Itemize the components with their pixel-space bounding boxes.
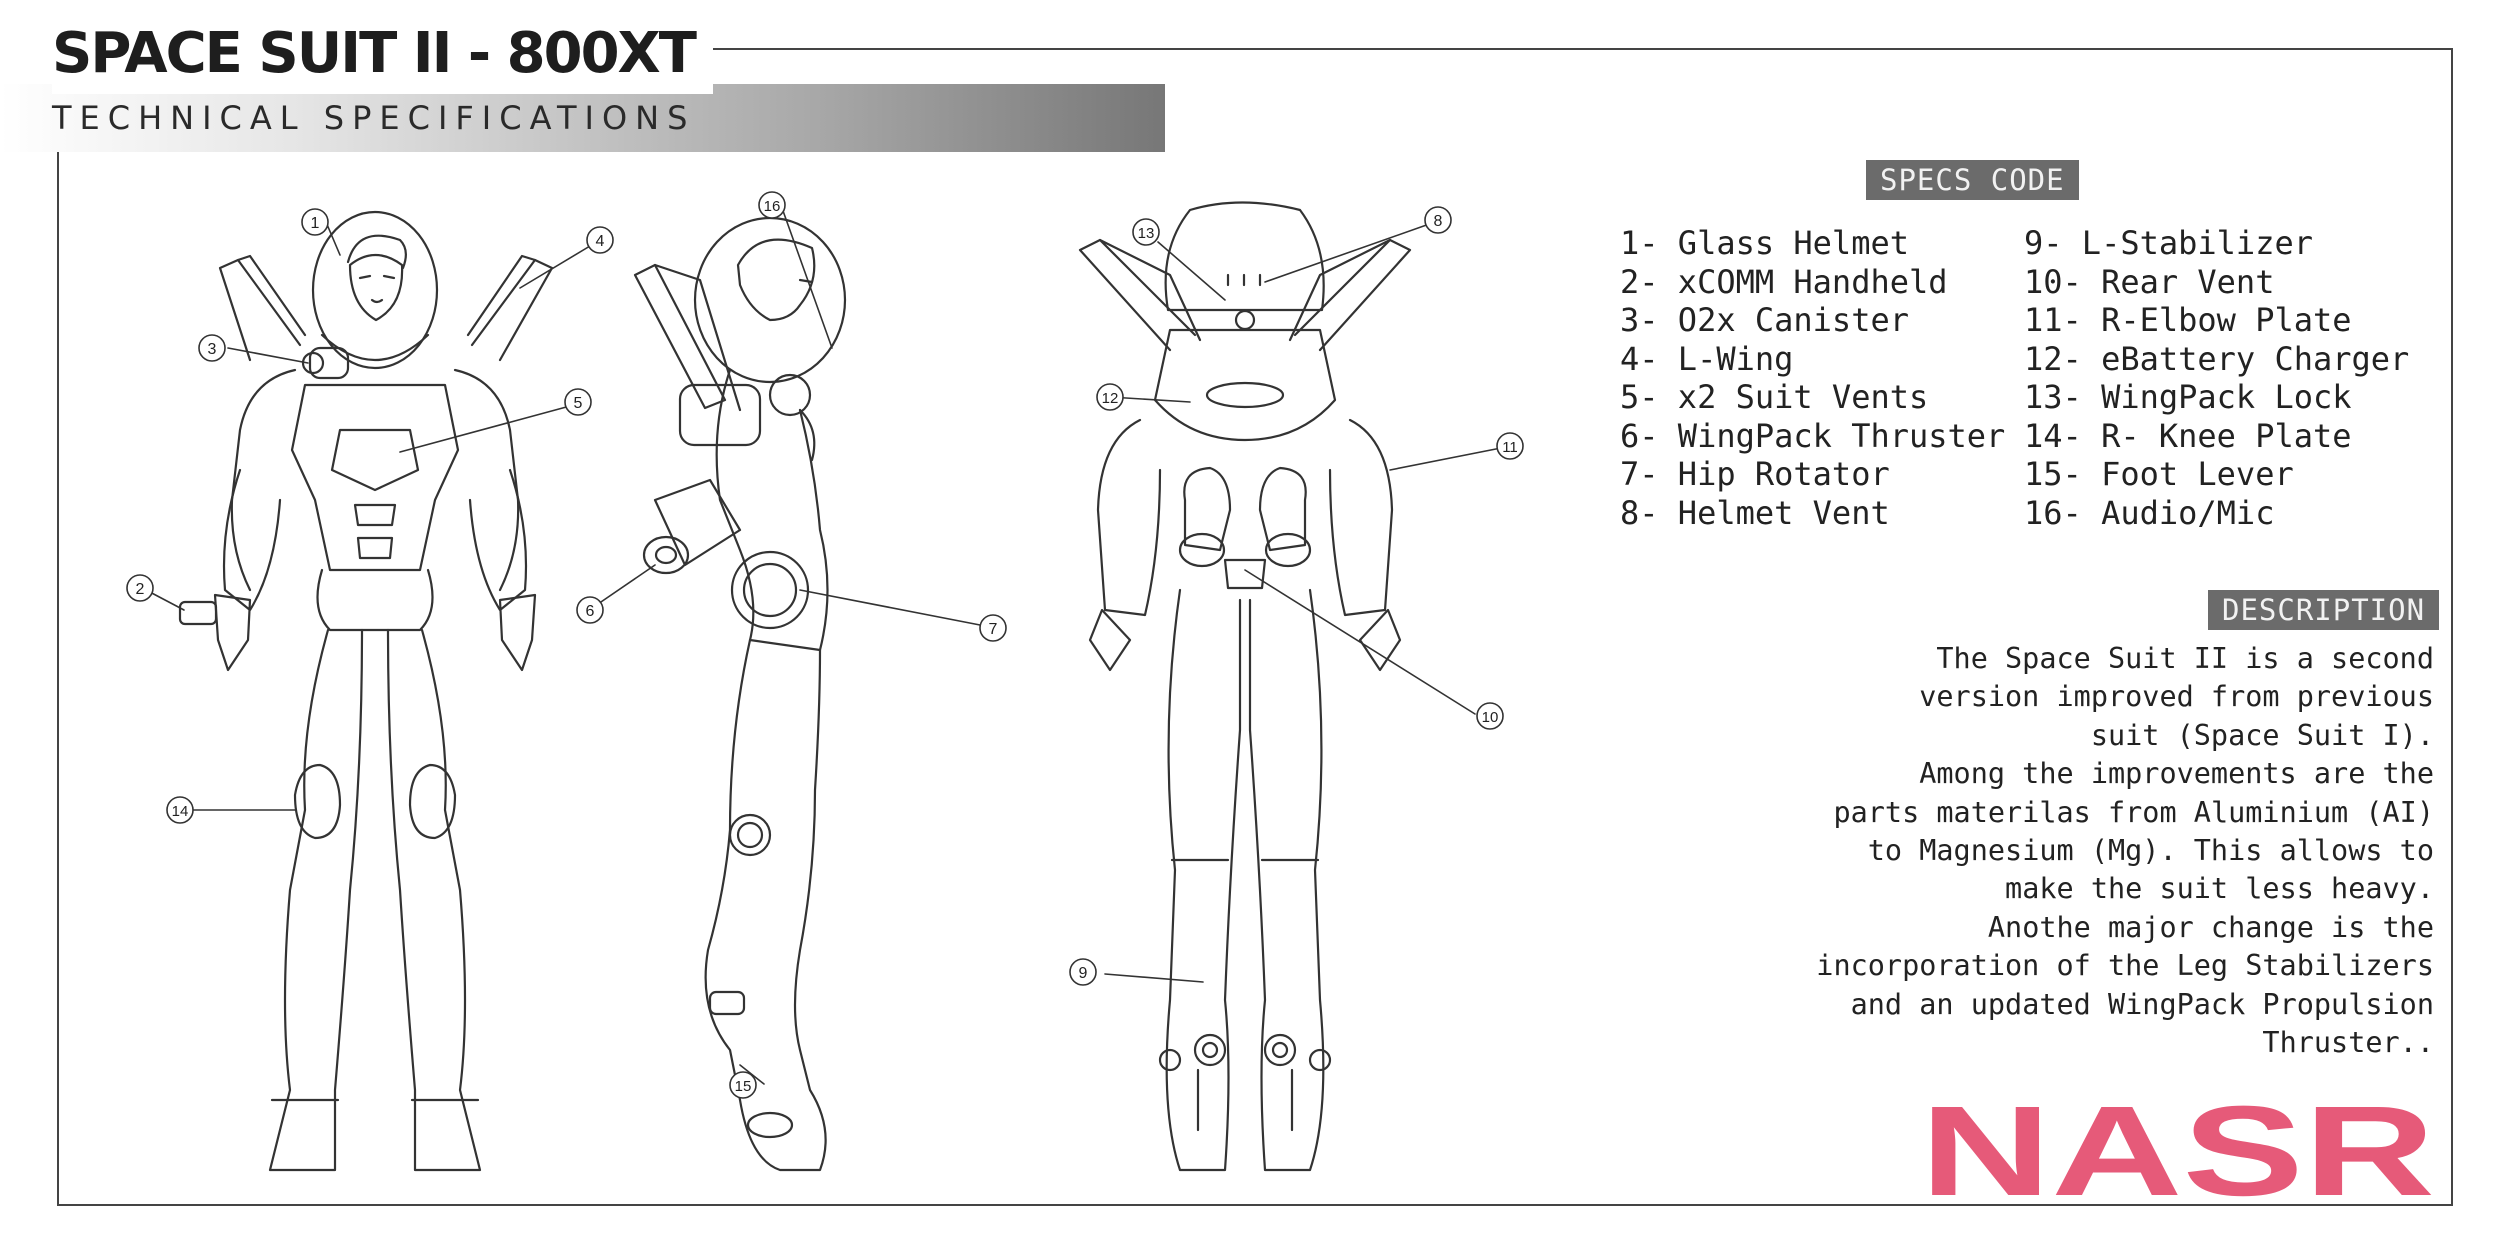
callout-3: 3	[198, 334, 226, 362]
callout-5: 5	[564, 388, 592, 416]
callout-number: 5	[574, 395, 583, 412]
logo-text: NASR	[1920, 1095, 2435, 1205]
spec-item: 7- Hip Rotator	[1620, 455, 1890, 493]
callout-number: 16	[764, 198, 781, 215]
callout-6: 6	[576, 596, 604, 624]
callout-8: 8	[1424, 206, 1452, 234]
callout-number: 9	[1079, 965, 1088, 982]
description-line: parts materilas from Aluminium (AI)	[1833, 795, 2434, 829]
callout-number: 3	[208, 341, 217, 358]
spec-item: 10- Rear Vent	[2024, 262, 2275, 301]
callout-1: 1	[301, 208, 329, 236]
callout-7: 7	[979, 614, 1007, 642]
spec-item: 1- Glass Helmet	[1620, 224, 1909, 262]
specs-code-heading: SPECS CODE	[1866, 160, 2079, 200]
description-heading: DESCRIPTION	[2208, 590, 2440, 630]
specs-list-right: 9- L-Stabilizer 10- Rear Vent 11- R-Elbo…	[2024, 224, 2409, 532]
specs-list-left: 1- Glass Helmet 2- xCOMM Handheld 3- O2x…	[1620, 224, 2005, 532]
spec-item: 6- WingPack Thruster	[1620, 416, 2006, 455]
callout-number: 2	[136, 581, 145, 598]
page-title: SPACE SUIT II - 800XT	[52, 14, 713, 94]
callout-13: 13	[1132, 218, 1160, 246]
description-line: version improved from previous	[1919, 680, 2434, 714]
callout-number: 6	[586, 603, 595, 620]
spec-item: 3- O2x Canister	[1620, 301, 1909, 339]
description-text: The Space Suit II is a second version im…	[1674, 640, 2434, 1062]
spec-item: 16- Audio/Mic	[2024, 493, 2275, 532]
callout-number: 12	[1102, 390, 1119, 407]
spec-item: 11- R-Elbow Plate	[2024, 301, 2352, 339]
description-line: suit (Space Suit I).	[2090, 718, 2434, 752]
callout-12: 12	[1096, 383, 1124, 411]
description-line: Among the improvements are the	[1919, 757, 2434, 791]
callout-16: 16	[758, 191, 786, 219]
callout-4: 4	[586, 226, 614, 254]
callout-15: 15	[729, 1071, 757, 1099]
spec-item: 8- Helmet Vent	[1620, 493, 1890, 532]
description-line: The Space Suit II is a second	[1936, 642, 2434, 675]
callout-10: 10	[1476, 702, 1504, 730]
description-line: Thruster..	[2262, 1025, 2434, 1059]
description-line: to Magnesium (Mg). This allows to	[1867, 833, 2434, 867]
callout-number: 15	[735, 1078, 752, 1095]
callout-number: 1	[311, 215, 320, 232]
spec-item: 5- x2 Suit Vents	[1620, 378, 1929, 416]
callout-9: 9	[1069, 958, 1097, 986]
sheet-frame	[57, 48, 2453, 1206]
page-subtitle: TECHNICAL SPECIFICATIONS	[52, 99, 696, 137]
callout-2: 2	[126, 574, 154, 602]
description-line: and an updated WingPack Propulsion	[1850, 987, 2434, 1021]
callout-number: 4	[596, 233, 605, 250]
callout-11: 11	[1496, 432, 1524, 460]
subtitle-banner	[0, 84, 1165, 152]
spec-item: 14- R- Knee Plate	[2024, 416, 2352, 455]
description-line: Anothe major change is the	[1987, 910, 2434, 944]
callout-14: 14	[166, 796, 194, 824]
spec-item: 2- xCOMM Handheld	[1620, 262, 1948, 301]
back-view	[1078, 201, 1412, 1172]
description-line: make the suit less heavy.	[2005, 872, 2434, 906]
spec-item: 13- WingPack Lock	[2024, 378, 2352, 416]
front-view	[178, 210, 554, 1172]
callout-number: 11	[1502, 439, 1518, 456]
callout-number: 7	[989, 621, 998, 638]
spec-item: 12- eBattery Charger	[2024, 339, 2410, 378]
spec-item: 15- Foot Lever	[2024, 455, 2294, 493]
callout-number: 14	[172, 803, 189, 820]
suit-diagram: 1 2 3 4 5 6 7 8	[100, 170, 1620, 1180]
nasr-logo: NASR	[1920, 1080, 2440, 1223]
spec-item: 9- L-Stabilizer	[2024, 224, 2313, 262]
callout-number: 10	[1482, 709, 1499, 726]
description-line: incorporation of the Leg Stabilizers	[1816, 949, 2434, 983]
callout-number: 8	[1434, 213, 1443, 230]
side-view	[633, 216, 847, 1172]
callout-number: 13	[1138, 225, 1155, 242]
spec-item: 4- L-Wing	[1620, 339, 1794, 378]
